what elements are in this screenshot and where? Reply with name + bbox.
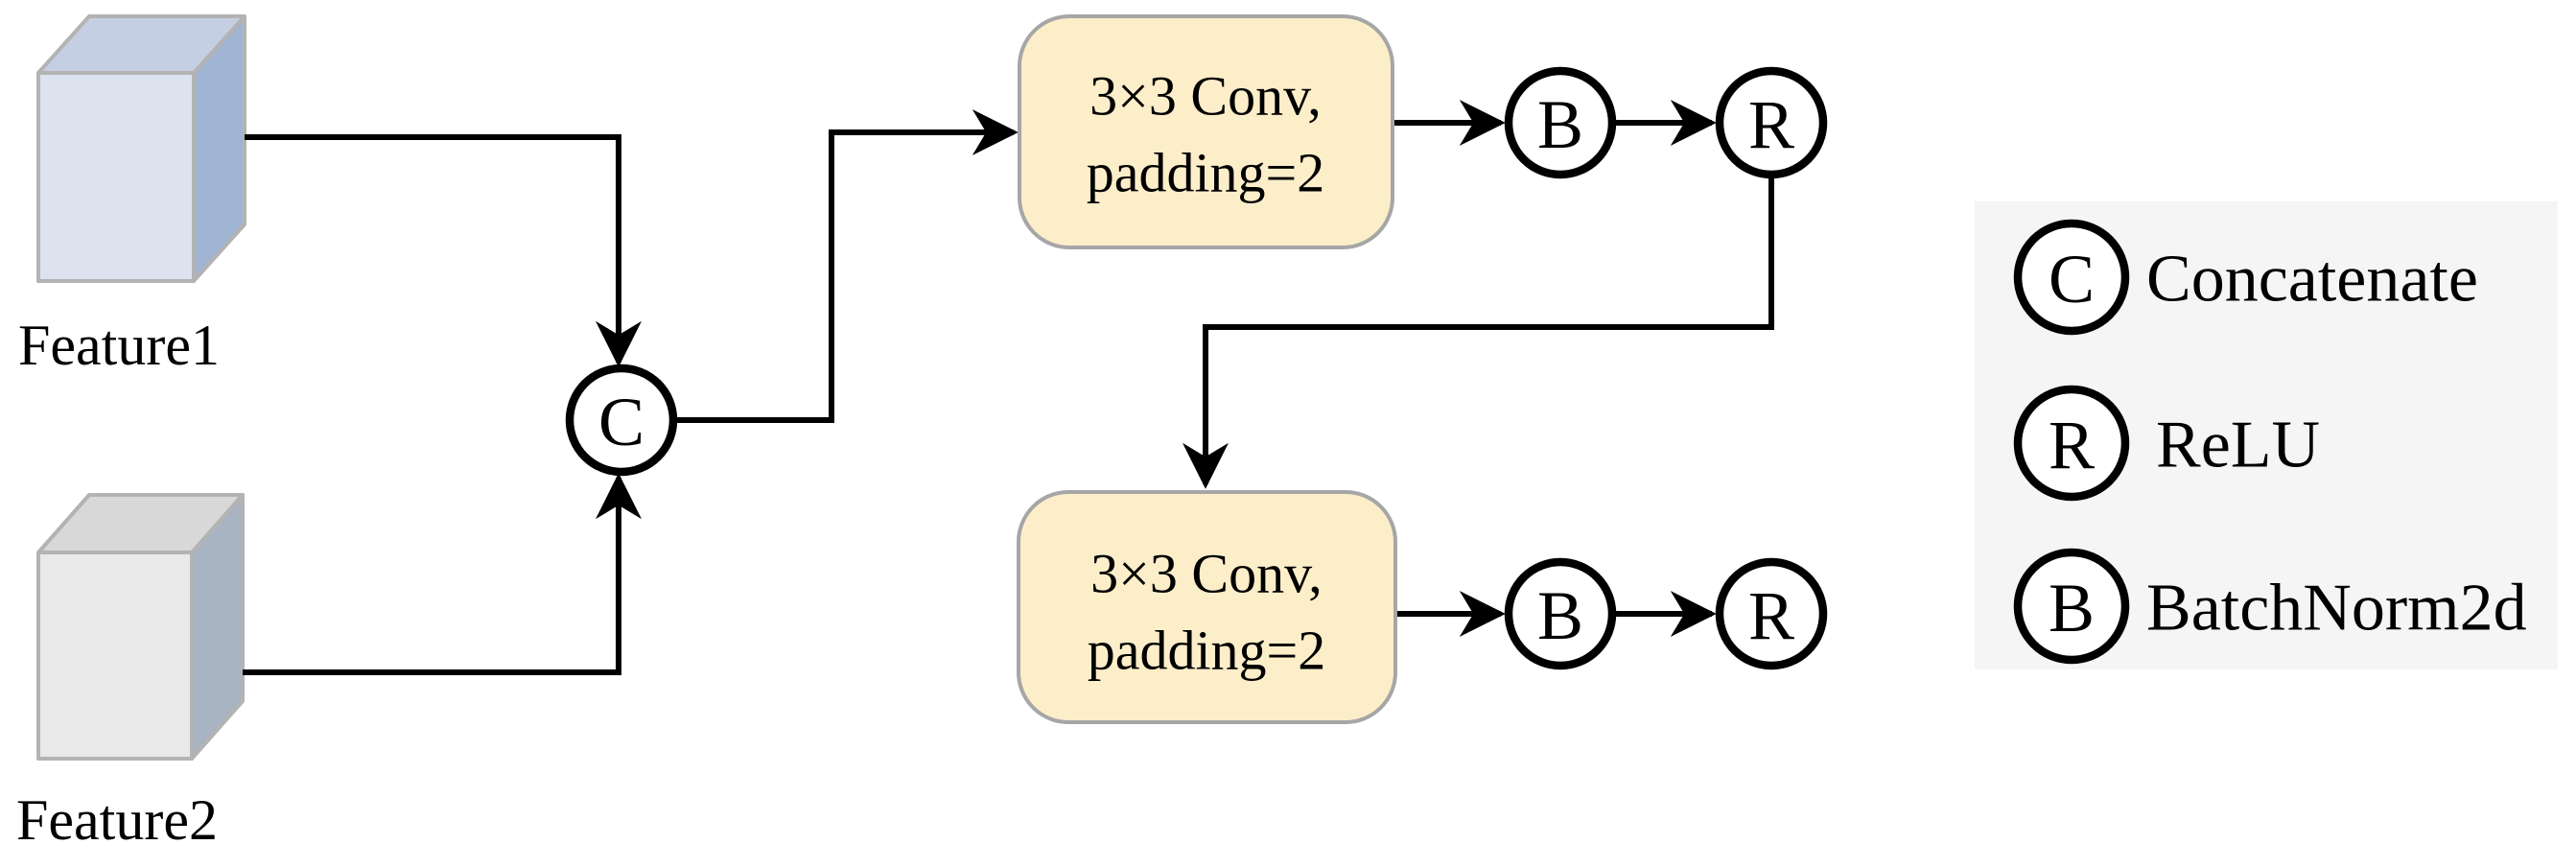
legend-batchnorm-label: BatchNorm2d [2146,572,2527,645]
conv1-text-line2: padding=2 [1087,142,1325,204]
bn1-node: B [1504,66,1617,179]
legend-item-concatenate: C Concatenate [2013,219,2478,336]
relu2-circle [1715,557,1828,670]
arrow-feature2-to-concat [243,473,642,675]
legend-relu-label: ReLU [2156,409,2320,482]
conv2-text-line2: padding=2 [1088,620,1326,682]
relu1-letter: R [1748,86,1794,163]
bn2-node: B [1504,557,1617,670]
arrow-concat-to-conv1 [673,109,1019,423]
concat-node: C [565,364,678,477]
feature1-cube [36,14,246,283]
arrow-relu1-to-conv2 [1183,176,1774,489]
legend-item-batchnorm: B BatchNorm2d [2013,548,2527,665]
concat-circle [565,364,678,477]
relu2-letter: R [1748,577,1794,654]
conv1-text-line1: 3×3 Conv, [1089,65,1322,128]
legend-concat-circle [2013,219,2130,336]
conv2-box [1017,490,1397,724]
bn1-letter: B [1537,86,1583,163]
conv1-box [1018,14,1394,249]
legend-relu-symbol: R [2049,407,2095,483]
conv2-text-line1: 3×3 Conv, [1090,543,1323,605]
feature1-label: Feature1 [18,314,220,377]
feature2-cube-front-face [36,551,194,761]
legend-relu-circle [2013,385,2130,502]
relu1-circle [1715,66,1828,179]
relu1-node: R [1715,66,1828,179]
legend-batchnorm-circle [2013,548,2130,665]
bn2-letter: B [1537,577,1583,654]
legend-item-relu: R ReLU [2013,385,2320,502]
arrow-feature1-to-concat [245,134,642,367]
bn2-circle [1504,557,1617,670]
feature2-cube [36,493,245,761]
legend: C Concatenate R ReLU B BatchNorm2d [1975,201,2558,669]
bn1-circle [1504,66,1617,179]
legend-batchnorm-symbol: B [2049,570,2095,646]
concat-letter: C [598,384,644,460]
relu2-node: R [1715,557,1828,670]
legend-concat-label: Concatenate [2146,243,2478,317]
conv1-block: 3×3 Conv, padding=2 [1018,14,1394,249]
conv2-block: 3×3 Conv, padding=2 [1017,490,1397,724]
legend-concat-symbol: C [2049,241,2095,317]
feature2-label: Feature2 [16,788,218,852]
feature1-cube-front-face [36,71,196,283]
